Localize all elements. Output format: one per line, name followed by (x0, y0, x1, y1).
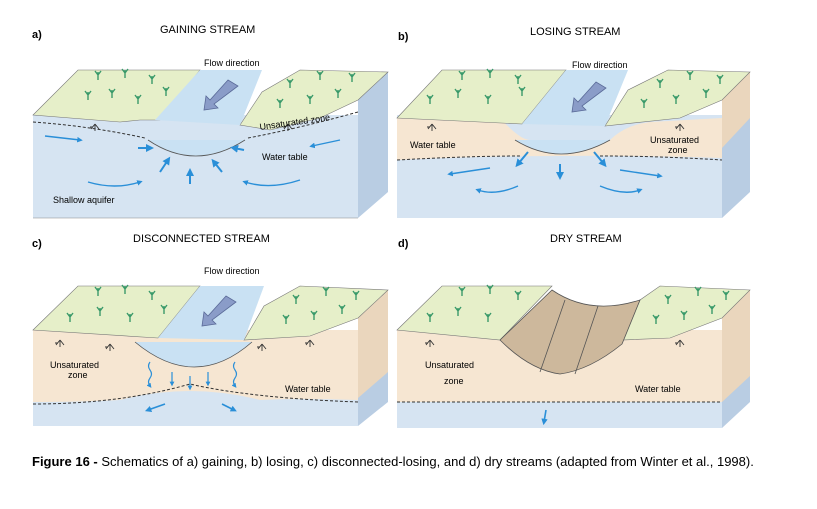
panel-a-gw-arrow (230, 144, 245, 153)
panel-b (396, 68, 751, 218)
panel-d-water-table-label: Water table (635, 384, 681, 394)
panel-a-flow-arrow (203, 79, 239, 111)
panel-b-side-unsat (722, 72, 750, 148)
panel-c-flow-label: Flow direction (204, 266, 260, 276)
panel-d-channel-lines (539, 299, 599, 375)
panel-d-unsat-label-2: zone (444, 376, 464, 386)
panel-d-unsat-label-1: Unsaturated (425, 360, 474, 370)
panel-b-letter: b) (398, 31, 409, 43)
panel-c-unsat-label-2: zone (68, 370, 88, 380)
panel-b-flow-arrow (571, 81, 607, 113)
panel-b-flow-label: Flow direction (572, 60, 628, 70)
panel-c-percolation-arrows (146, 361, 238, 391)
panel-b-gw-arrow (599, 185, 643, 194)
panel-a-gw-arrow (44, 135, 83, 143)
panel-d-title: DRY STREAM (550, 233, 622, 245)
panel-c-channel (134, 341, 253, 368)
panel-b-unsat (397, 118, 722, 160)
panel-d-dry-channel (499, 289, 641, 375)
panel-a-side-face (358, 72, 388, 218)
panel-b-unsat-label-1: Unsaturated (650, 135, 699, 145)
panel-c-water-table-label: Water table (285, 384, 331, 394)
panel-d-side-unsat (722, 290, 750, 402)
panel-c-side-unsat (358, 290, 388, 398)
caption-text: Schematics of a) gaining, b) losing, c) … (97, 454, 754, 469)
panel-a-title: GAINING STREAM (160, 24, 255, 36)
panel-a-right-bank (239, 69, 389, 131)
panel-b-water-table-label: Water table (410, 140, 456, 150)
panel-b-water-table-line (396, 155, 723, 161)
panel-a-gw-arrow (159, 156, 171, 173)
panel-a-water-table-label: Water table (262, 152, 308, 162)
panel-a-gw-arrow (87, 180, 143, 187)
panel-b-stream-surface (522, 70, 628, 126)
panel-a-stream-surface (155, 70, 262, 125)
panel-a (32, 68, 389, 219)
panel-c (32, 284, 389, 426)
panel-c-letter: c) (32, 238, 42, 250)
panel-a-aquifer (33, 115, 358, 218)
panel-c-gw-arrow (144, 403, 166, 412)
panel-a-flow-label: Flow direction (204, 58, 260, 68)
caption-label: Figure 16 - (32, 454, 98, 469)
panel-a-gw-arrow (211, 158, 223, 173)
panel-b-gw-arrow (447, 167, 491, 177)
panel-a-water-table-line (32, 111, 359, 139)
figure-caption: Figure 16 - Schematics of a) gaining, b)… (32, 454, 762, 470)
panel-c-gw-arrow (221, 403, 237, 412)
panel-d-left-bank (396, 285, 553, 341)
panel-a-letter: a) (32, 29, 42, 41)
panel-d-letter: d) (398, 238, 409, 250)
panel-d-gw-arrow (541, 409, 548, 426)
panel-a-gw-arrow (309, 139, 341, 149)
panel-c-unsat-label-1: Unsaturated (50, 360, 99, 370)
panel-c-flow-arrow (201, 295, 237, 327)
panel-a-gw-arrow (242, 179, 301, 187)
panel-b-title: LOSING STREAM (530, 26, 620, 38)
panel-d (396, 284, 751, 428)
panel-b-unsat-label-2: zone (668, 145, 688, 155)
panel-b-gw-arrow (593, 151, 607, 168)
panel-b-gw-arrow (515, 151, 529, 168)
panel-c-title: DISCONNECTED STREAM (133, 233, 270, 245)
panel-b-channel (514, 139, 611, 155)
panel-b-gw-arrow (475, 185, 519, 194)
panel-b-gw-arrow (619, 169, 663, 179)
panel-a-aquifer-label: Shallow aquifer (53, 195, 115, 205)
